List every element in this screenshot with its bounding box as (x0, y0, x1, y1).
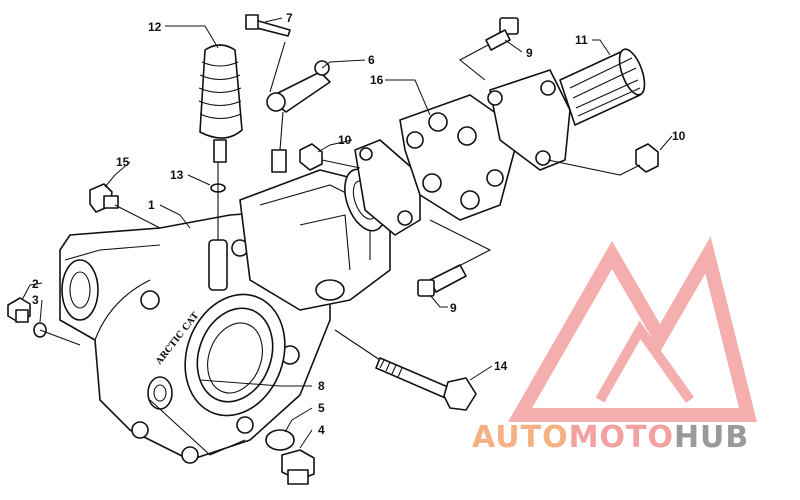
callout-6: 6 (368, 53, 375, 67)
coupler-yoke (354, 94, 521, 236)
callout-1: 1 (148, 198, 155, 212)
callout-14: 14 (494, 359, 508, 373)
watermark-logo-icon (507, 236, 757, 422)
callout-9-upper: 9 (526, 46, 533, 60)
drain-plug-4 (281, 449, 315, 485)
callout-11: 11 (575, 33, 588, 47)
callout-2: 2 (32, 277, 39, 291)
leader-lines (21, 17, 673, 449)
callout-16: 16 (370, 73, 384, 87)
callout-labels: 12 7 6 16 11 9 10 10 15 13 1 2 3 9 14 8 … (32, 11, 686, 437)
washer-5 (265, 429, 295, 451)
callout-8: 8 (318, 379, 325, 393)
vent-stud (208, 239, 228, 291)
shift-lever (266, 60, 331, 173)
bolt-9-upper (485, 17, 519, 51)
nut-10-left (299, 143, 323, 171)
rubber-boot (198, 44, 243, 163)
callout-15: 15 (116, 155, 130, 169)
output-yoke (487, 48, 646, 171)
callout-12: 12 (148, 20, 162, 34)
callout-7: 7 (286, 11, 293, 25)
callout-10-left: 10 (338, 133, 352, 147)
callout-13: 13 (170, 168, 184, 182)
callout-10-right: 10 (672, 129, 686, 143)
bolt-9-lower (417, 264, 467, 297)
nut-10-right (635, 143, 659, 173)
watermark-hub: HUB (674, 420, 749, 455)
watermark-auto: AUTO (472, 420, 569, 455)
callout-4: 4 (318, 423, 325, 437)
callout-3: 3 (32, 293, 39, 307)
callout-9-lower: 9 (450, 301, 457, 315)
assembly-lines (39, 41, 641, 456)
bolt-14 (375, 357, 477, 411)
watermark-moto: MOTO (569, 420, 674, 455)
plug-15 (89, 183, 119, 213)
callout-5: 5 (318, 401, 325, 415)
plug-2 (7, 297, 31, 323)
watermark-text: AUTOMOTOHUB (472, 420, 749, 455)
bolt-7 (245, 14, 291, 37)
